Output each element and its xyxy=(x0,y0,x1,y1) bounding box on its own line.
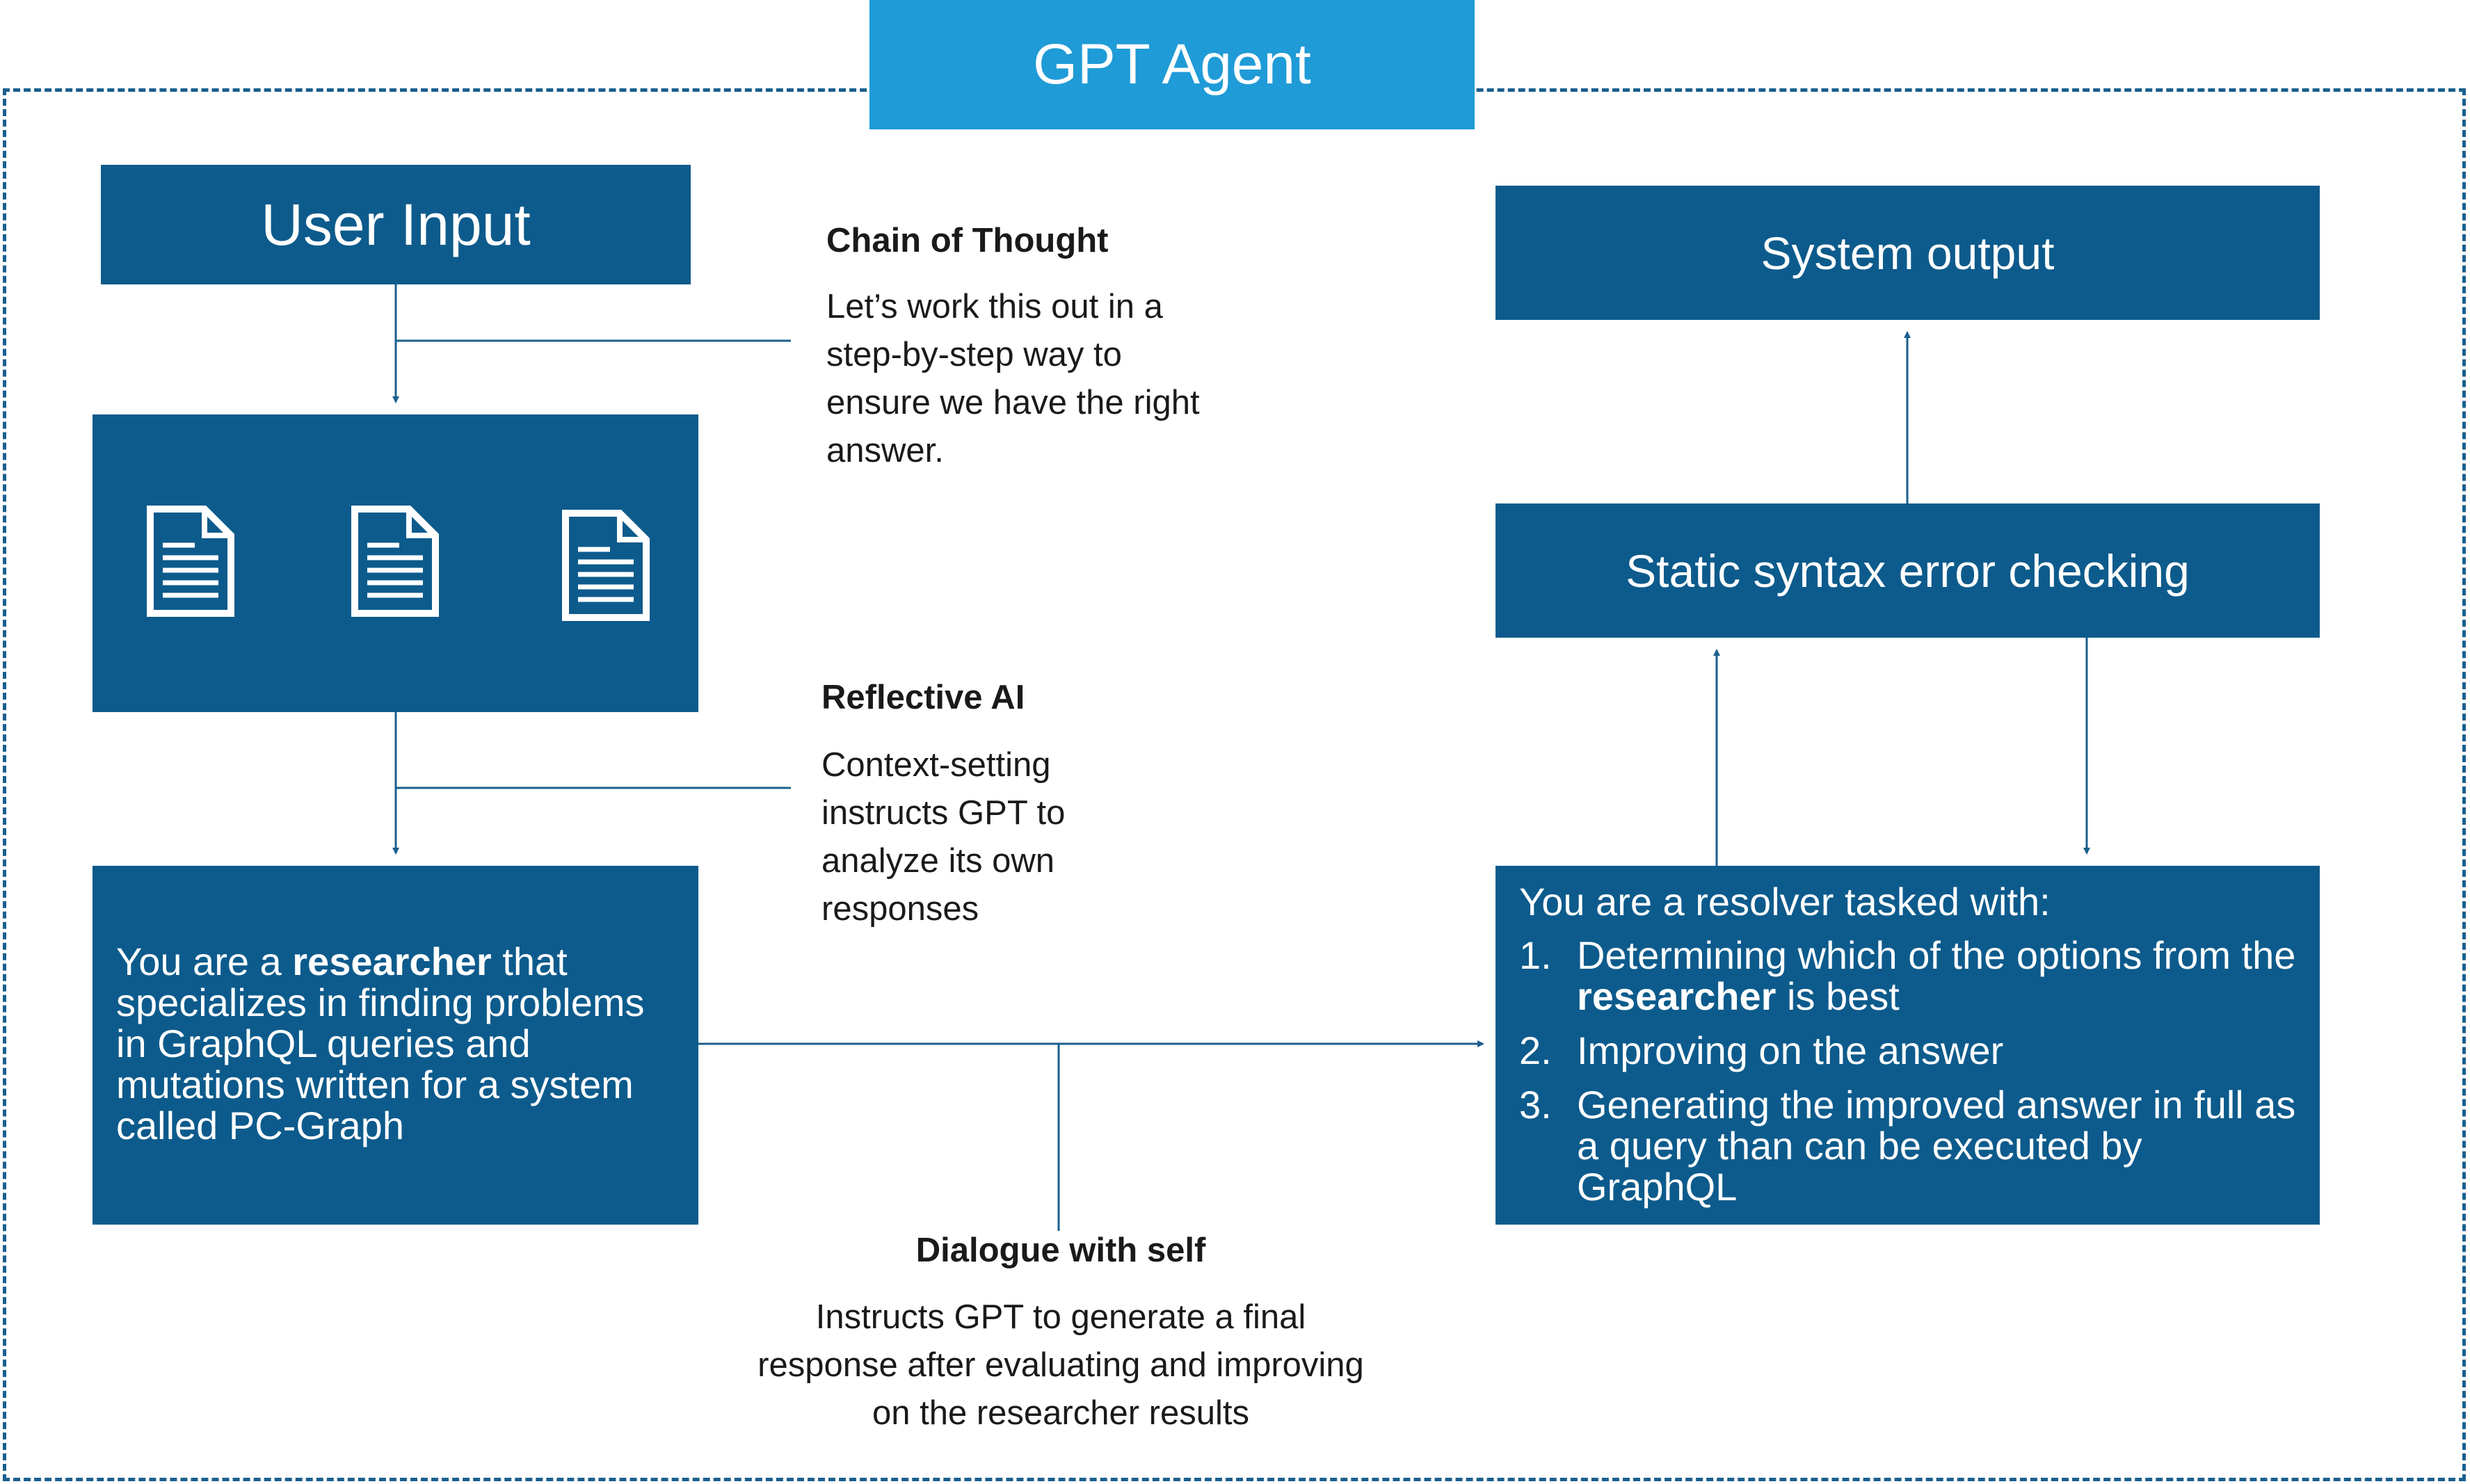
user-input-box: User Input xyxy=(101,165,691,284)
agent-title: GPT Agent xyxy=(869,0,1475,129)
static-syntax-check-label: Static syntax error checking xyxy=(1626,545,2190,597)
user-input-label: User Input xyxy=(261,191,531,257)
system-output-box: System output xyxy=(1495,186,2320,320)
dialogue-with-self-title: Dialogue with self xyxy=(915,1232,1206,1269)
resolver-task-item: 1. Determining which of the options from … xyxy=(1519,935,2296,1017)
resolver-task-text-end: is best xyxy=(1776,974,1900,1018)
researcher-description: that specializes in finding problems in … xyxy=(116,939,645,1147)
resolver-prompt-box: You are a resolver tasked with: 1. Determ… xyxy=(1495,866,2320,1225)
resolver-task-item: 2. Improving on the answer xyxy=(1519,1030,2296,1071)
resolver-task-list: 1. Determining which of the options from … xyxy=(1519,935,2296,1207)
chain-of-thought-title: Chain of Thought xyxy=(826,222,1109,259)
resolver-task-item: 3. Generating the improved answer in full… xyxy=(1519,1084,2296,1207)
resolver-task-number: 3. xyxy=(1519,1083,1552,1127)
resolver-intro: You are a resolver tasked with: xyxy=(1519,880,2051,924)
document-icon xyxy=(351,506,439,617)
researcher-prefix: You are a xyxy=(116,939,293,983)
reflective-ai-body: Context-setting instructs GPT to analyze… xyxy=(821,746,1066,928)
system-output-label: System output xyxy=(1761,227,2055,279)
resolver-task-number: 2. xyxy=(1519,1029,1552,1072)
researcher-role: researcher xyxy=(292,939,492,983)
researcher-prompt-box: You are a researcher that specializes in… xyxy=(93,866,698,1225)
documents-box xyxy=(93,414,698,712)
reflective-ai-title: Reflective AI xyxy=(821,679,1025,716)
document-icon xyxy=(147,506,234,617)
chain-of-thought-body: Let’s work this out in a step-by-step wa… xyxy=(826,288,1200,469)
resolver-task-bold: researcher xyxy=(1577,974,1777,1018)
dialogue-with-self-body: Instructs GPT to generate a final respon… xyxy=(757,1298,1364,1432)
resolver-task-text: Determining which of the options from th… xyxy=(1577,933,2296,977)
document-icon xyxy=(562,510,650,621)
resolver-task-number: 1. xyxy=(1519,933,1552,977)
static-syntax-check-box: Static syntax error checking xyxy=(1495,503,2320,638)
resolver-task-text: Improving on the answer xyxy=(1577,1029,2004,1072)
resolver-task-text: Generating the improved answer in full a… xyxy=(1577,1083,2296,1209)
